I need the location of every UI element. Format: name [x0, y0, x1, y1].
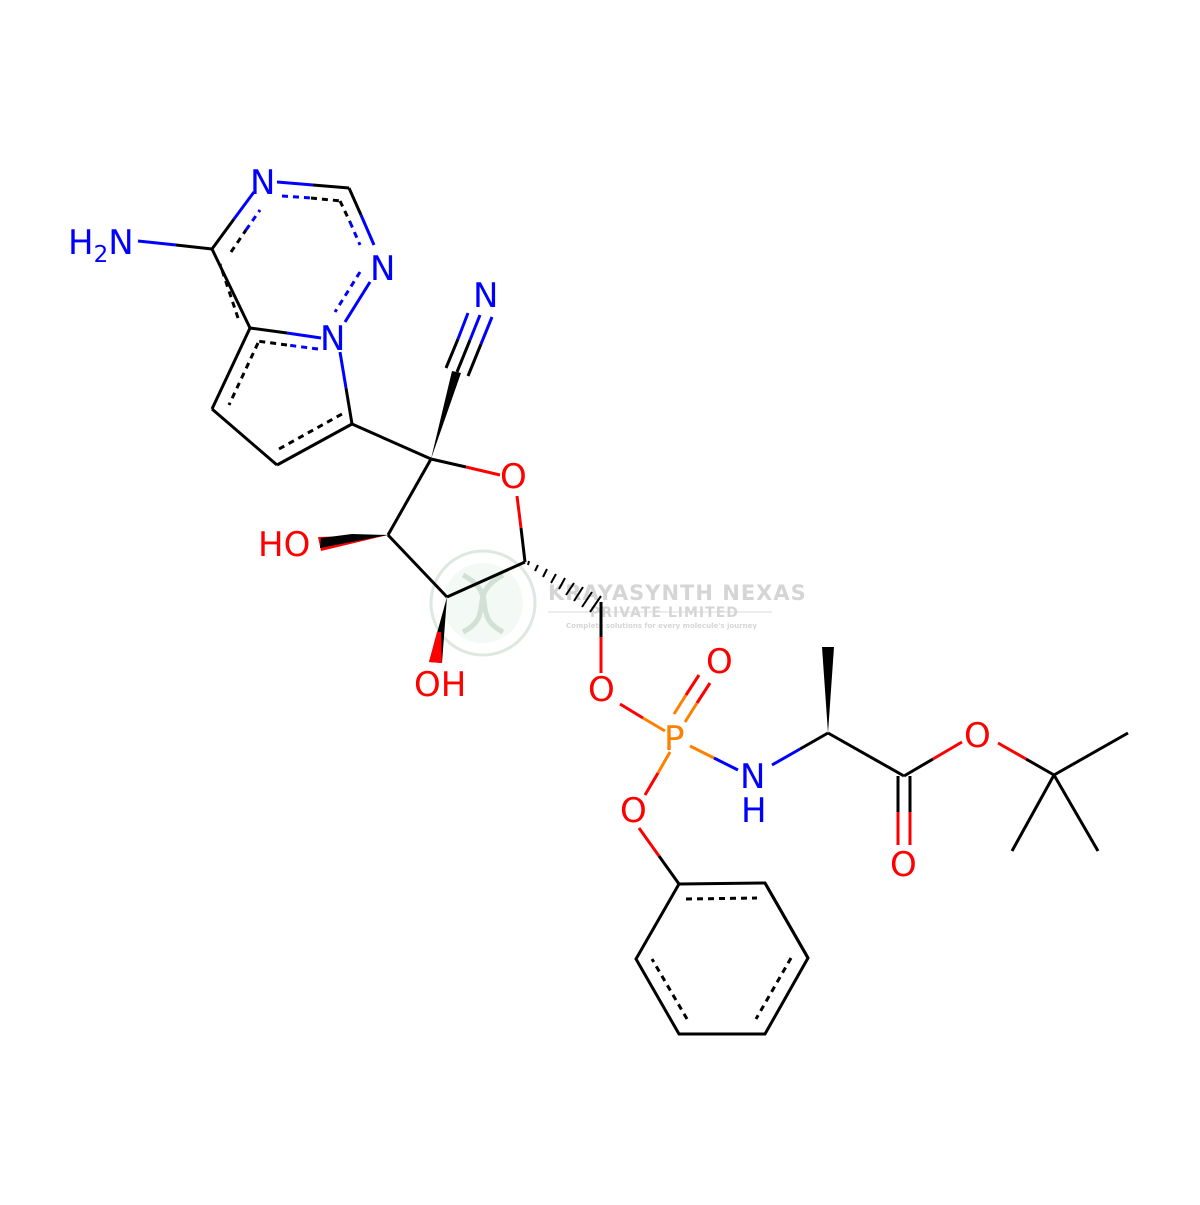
bond [210, 218, 236, 250]
bond [468, 314, 482, 341]
bond [211, 407, 278, 467]
bond [684, 674, 701, 696]
watermark-helix-icon [461, 572, 505, 635]
bond [713, 756, 739, 772]
phosphoramidate-chain [599, 602, 739, 885]
bond [229, 229, 248, 253]
atom-label-ring-oxygen: O [500, 457, 527, 497]
bond [1052, 774, 1100, 852]
bond [348, 221, 362, 246]
atom-label-phenoxy-oxygen: O [620, 791, 647, 831]
atom-label-ester-oxygen: O [964, 716, 991, 756]
bond [227, 342, 260, 406]
bond [210, 327, 252, 410]
wedge-bond [431, 371, 461, 459]
wedge-bond-methyl [822, 647, 834, 733]
bond [386, 533, 449, 599]
bond [347, 187, 363, 216]
bond [249, 326, 288, 335]
bond [312, 183, 350, 190]
bond [281, 194, 312, 200]
bond [333, 271, 362, 313]
bond [276, 180, 314, 187]
atom-label-phosphoryl-oxygen: O [706, 642, 733, 682]
atom-label-amide-h: H [741, 791, 767, 831]
atom-label-hydroxyl-left: HO [258, 525, 310, 565]
atom-label-nitrile-n: N [473, 276, 498, 316]
bond [276, 422, 353, 467]
bond [657, 855, 681, 885]
bond [997, 741, 1027, 761]
bond [619, 702, 644, 720]
atom-label-n3: N [250, 163, 275, 203]
bond [338, 351, 348, 389]
nitrile-group [431, 312, 494, 459]
bond [210, 248, 252, 329]
bond [643, 772, 660, 796]
watermark: KRAYASYNTH NEXAS PRIVATE LIMITED Complet… [429, 549, 806, 657]
bond [515, 495, 523, 529]
bond [456, 312, 470, 340]
bond [244, 209, 262, 231]
bond [637, 827, 661, 857]
atom-label-amine: H2N [68, 223, 134, 268]
bond [343, 281, 372, 323]
wedge-bond [320, 534, 388, 548]
ribose-ring [351, 422, 527, 599]
bond [465, 465, 501, 477]
bond [278, 412, 343, 451]
atom-label-hydroxyl-bottom: OH [414, 665, 466, 705]
bond [479, 316, 494, 345]
bond [695, 682, 712, 704]
bond [519, 527, 527, 563]
bond [1053, 731, 1129, 777]
atom-label-ester-link-oxygen: O [588, 670, 615, 710]
bond [932, 740, 963, 761]
bond [466, 343, 483, 377]
bond [444, 338, 460, 369]
bond [446, 560, 526, 599]
watermark-logo-disc [443, 563, 523, 643]
bond [359, 214, 376, 246]
bond [137, 239, 177, 247]
bond [683, 702, 699, 723]
bond [642, 716, 666, 733]
bond [338, 200, 352, 223]
bond [1025, 757, 1055, 777]
phenyl-ring [634, 881, 810, 1036]
atom-label-n-bridge: N [320, 319, 345, 359]
atom-label-n1: N [370, 249, 395, 289]
atom-label-amide-n: N [740, 757, 765, 797]
watermark-subtitle: PRIVATE LIMITED [590, 605, 739, 621]
bond [386, 458, 433, 536]
bond [689, 744, 715, 760]
pyrrolotriazine-core [137, 180, 376, 467]
bond [430, 457, 467, 469]
bond [256, 339, 288, 347]
atom-label-carbonyl-oxygen: O [890, 845, 917, 885]
bond [286, 331, 322, 340]
bond [903, 757, 934, 778]
bond [1010, 774, 1056, 852]
hashed-bond [527, 560, 602, 613]
bond [827, 731, 905, 778]
watermark-logo-ring [429, 549, 537, 657]
bond [286, 343, 319, 351]
bond [218, 263, 240, 319]
watermark-tagline: Complete solutions for every molecule's … [566, 622, 757, 630]
bond [344, 387, 354, 425]
bond [656, 751, 672, 774]
bond [310, 196, 342, 203]
alanine-ester [771, 647, 1129, 852]
atom-label-phosphorus: P [664, 719, 685, 759]
bond [232, 191, 256, 220]
bond [799, 731, 829, 751]
bond [455, 339, 472, 373]
bond [175, 243, 213, 251]
bond [672, 694, 688, 715]
bond [351, 422, 432, 461]
bond [771, 747, 801, 767]
